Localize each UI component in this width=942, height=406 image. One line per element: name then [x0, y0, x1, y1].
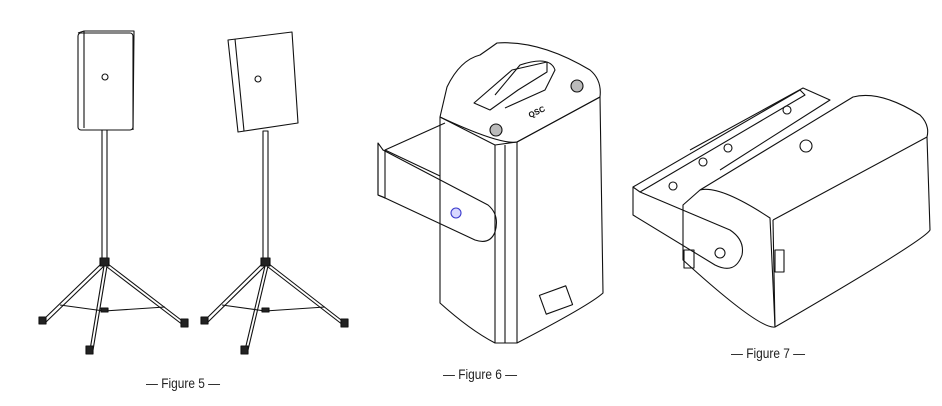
figure-7-caption: — Figure 7 — [731, 345, 806, 361]
figure-7-drawing [633, 88, 930, 327]
bracket-rail [633, 90, 805, 192]
figure-5-drawing [39, 31, 348, 354]
cabinet-top [700, 95, 928, 220]
figure-5-caption: — Figure 5 — [146, 375, 221, 391]
figure-6-drawing: QSC [378, 43, 603, 343]
knob-bolt [715, 248, 725, 258]
figure-6-caption: — Figure 6 — [443, 366, 518, 382]
yoke-arm [633, 187, 743, 268]
cabinet-end [683, 189, 775, 327]
brand-logo: QSC [527, 104, 547, 120]
cabinet-side [495, 97, 603, 343]
tripod-stand-right [201, 32, 348, 354]
yoke-arm [378, 143, 496, 241]
yoke-bracket-back [378, 123, 445, 198]
cabinet-front [440, 117, 495, 343]
knob-bolt [451, 208, 461, 218]
cabinet-top [440, 43, 600, 143]
cabinet-side [775, 137, 930, 327]
tripod-stand-left [39, 31, 188, 354]
carry-handle [474, 62, 547, 110]
